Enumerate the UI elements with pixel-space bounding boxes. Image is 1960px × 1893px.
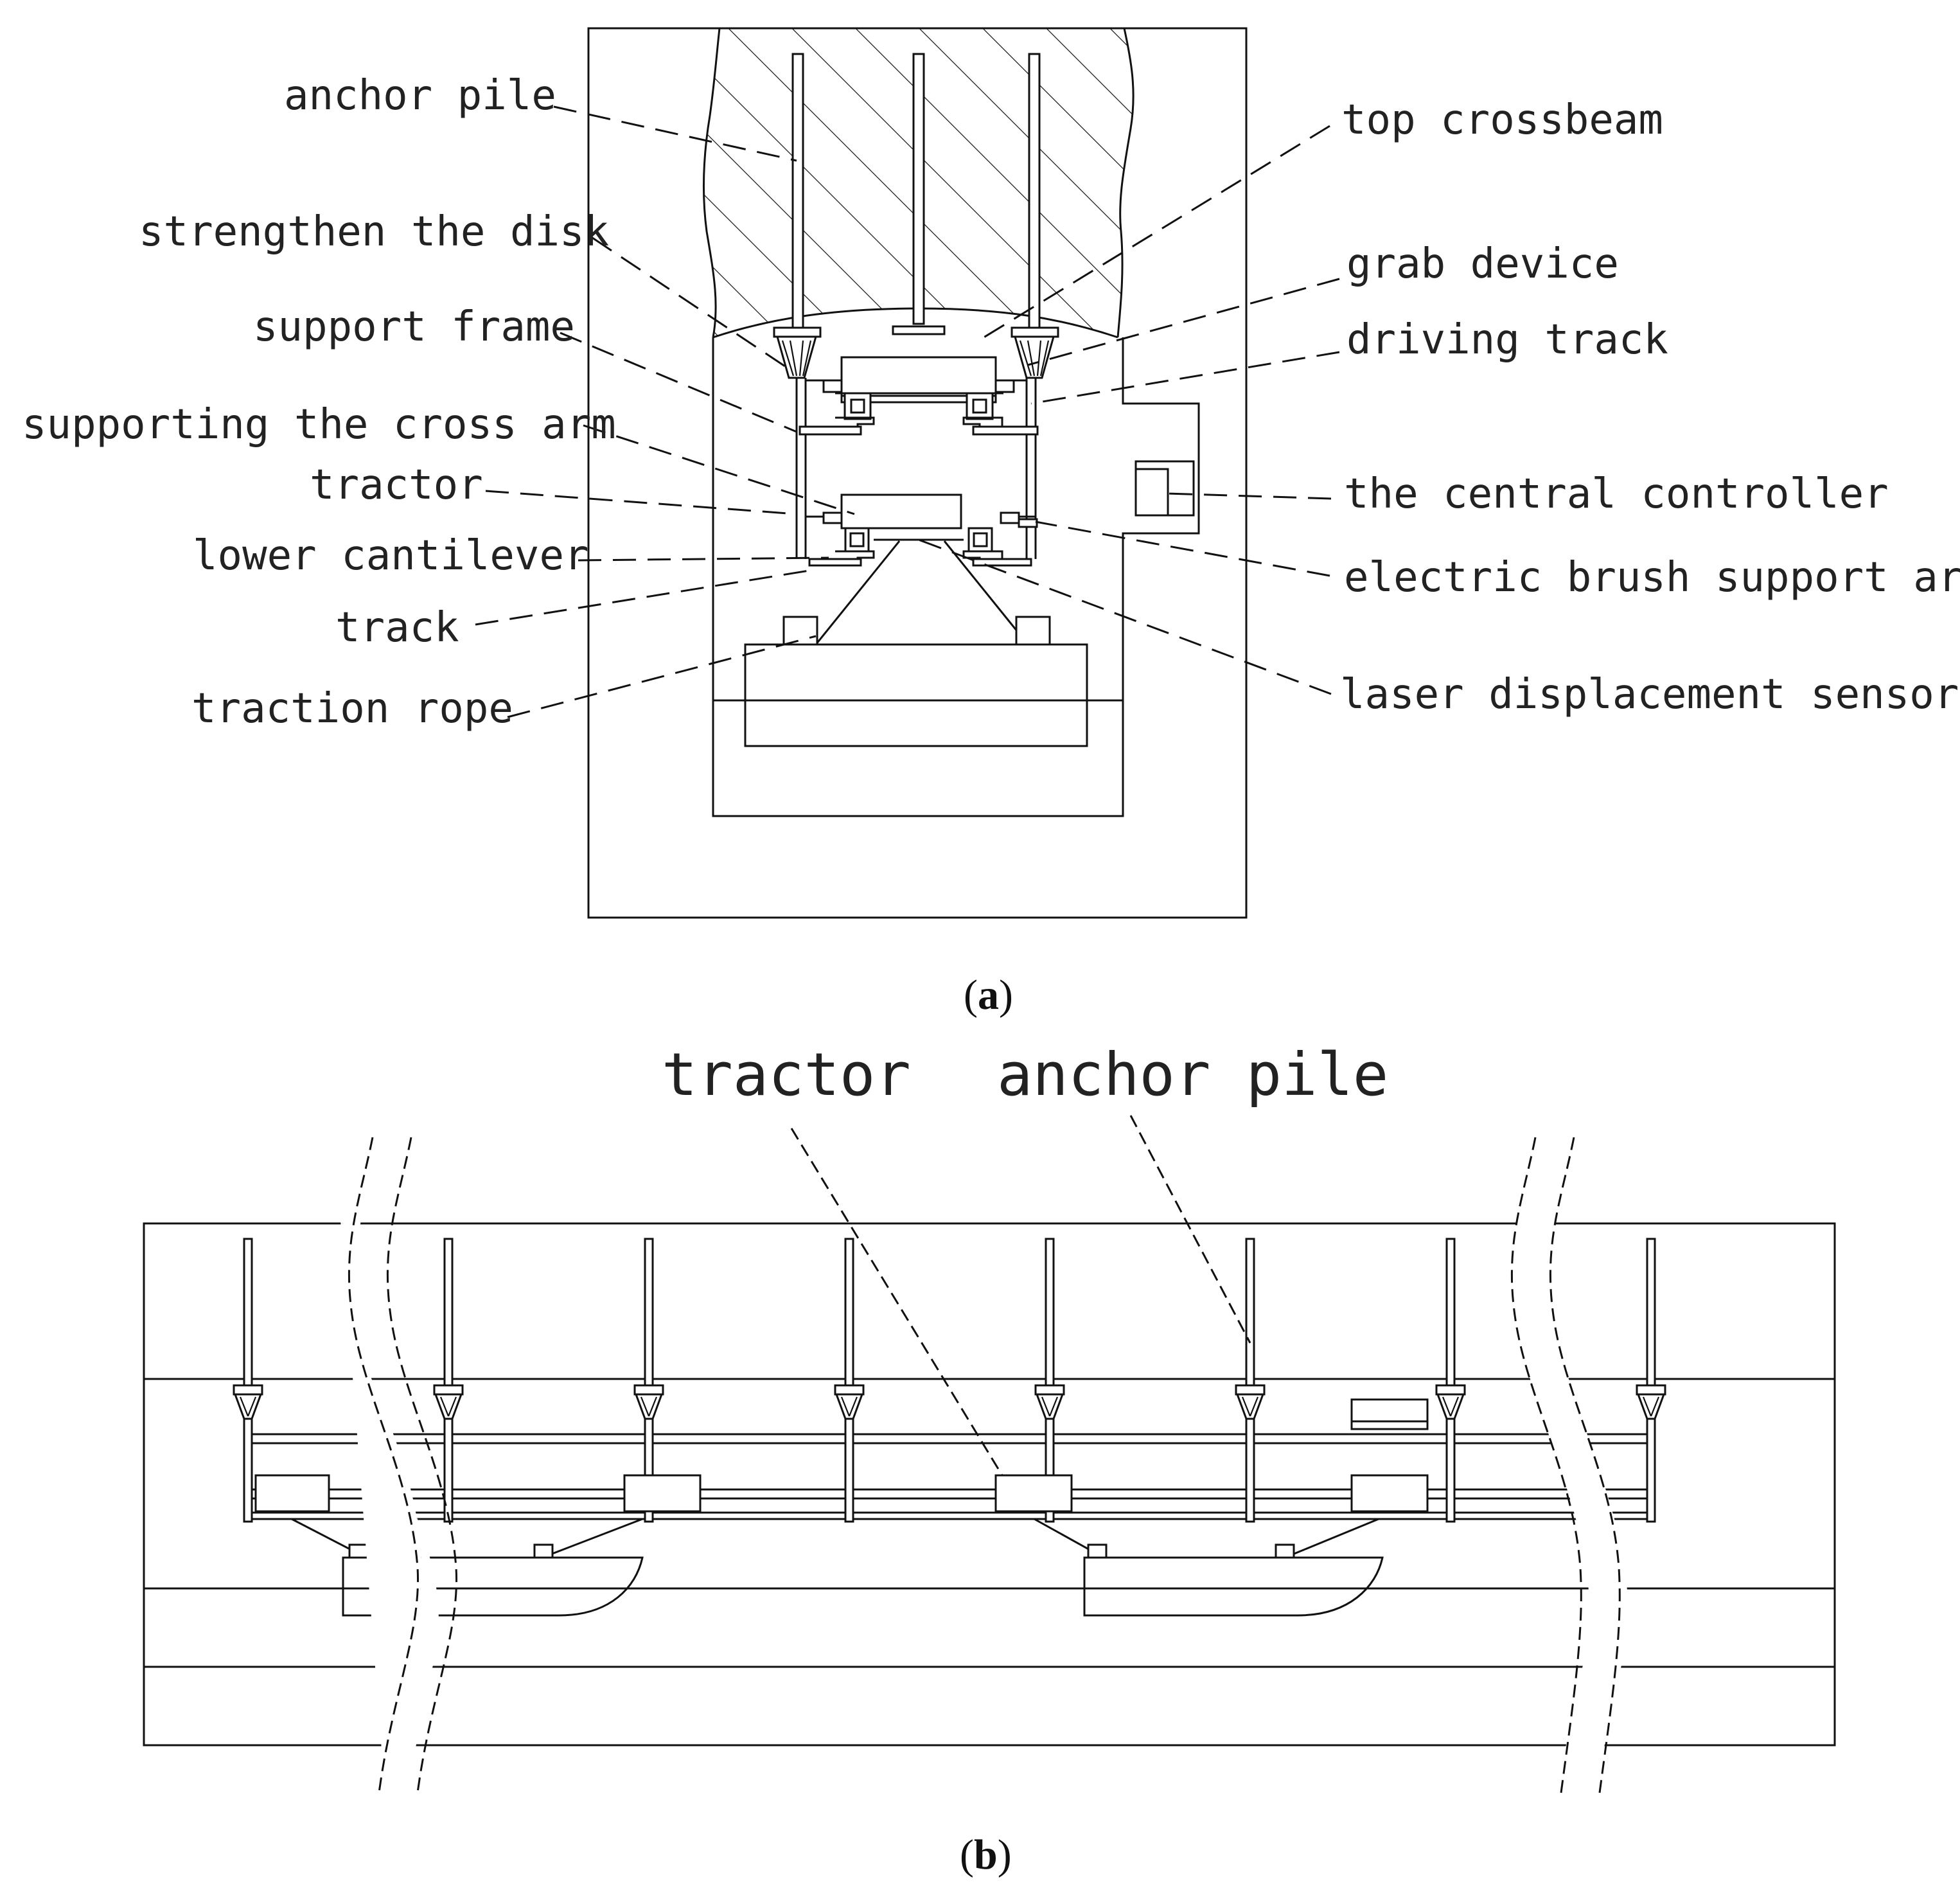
panel-b-anchor-piles (233, 1238, 1666, 1523)
label-driving-track: driving track (1346, 316, 1668, 364)
label-tractor-b: tractor (662, 1040, 911, 1109)
panel-b-tractors (254, 1398, 1429, 1513)
caption-a-letter: a (978, 972, 999, 1018)
label-tractor-a: tractor (310, 461, 483, 509)
panel-b-leader-lines (790, 1115, 1251, 1476)
break-line-right (1510, 1137, 1628, 1797)
strengthen-disks (773, 325, 1059, 379)
panel-b: tractor anchor pile (b) (143, 1040, 1836, 1878)
tunnel-outline (712, 337, 1200, 817)
panel-a: anchor pile strengthen the disk support … (22, 27, 1960, 1018)
panel-a-leader-lines (475, 105, 1340, 718)
label-strengthen-the-disk: strengthen the disk (139, 208, 609, 256)
upper-assembly (799, 356, 1039, 436)
label-lower-cantilever: lower cantilever (193, 532, 589, 580)
label-anchor-pile-a: anchor pile (284, 72, 556, 120)
anchor-pile-b-1 (233, 1238, 263, 1523)
label-track: track (335, 604, 459, 652)
label-support-frame: support frame (253, 303, 575, 351)
panel-b-outer-frame (143, 1222, 1836, 1746)
label-traction-rope: traction rope (191, 685, 513, 733)
caption-b-open: ( (960, 1831, 974, 1878)
panel-b-labels: tractor anchor pile (662, 1040, 1388, 1109)
anchor-pile-b-4 (834, 1238, 865, 1523)
caption-b-letter: b (974, 1831, 998, 1878)
rails (249, 1433, 1650, 1520)
label-anchor-pile-b: anchor pile (997, 1040, 1388, 1109)
panel-a-labels: anchor pile strengthen the disk support … (22, 72, 1960, 733)
label-central-controller: the central controller (1344, 470, 1889, 518)
caption-a-open: ( (964, 972, 978, 1018)
break-line-left (334, 1137, 458, 1799)
anchor-pile-b-2 (433, 1238, 464, 1523)
caption-a-close: ) (999, 972, 1013, 1018)
label-supporting-cross-arm: supporting the cross arm (22, 401, 616, 449)
caption-b-close: ) (998, 1831, 1012, 1878)
label-laser-displacement-sensor: laser displacement sensor (1340, 671, 1959, 718)
inspection-vehicle (713, 540, 1123, 747)
label-top-crossbeam: top crossbeam (1341, 96, 1663, 144)
label-electric-brush-support-arm: electric brush support arm (1344, 554, 1960, 601)
central-controller (1135, 460, 1195, 517)
lower-assembly (806, 493, 1038, 567)
caption-a: (a) (964, 972, 1013, 1018)
anchor-pile-b-8 (1636, 1238, 1666, 1523)
caption-b: (b) (960, 1831, 1012, 1878)
label-grab-device: grab device (1346, 240, 1619, 288)
anchor-pile-b-7 (1435, 1238, 1466, 1523)
anchor-pile-b-6 (1235, 1238, 1266, 1523)
panel-b-vehicles (291, 1518, 1384, 1617)
support-frame (795, 378, 1037, 559)
